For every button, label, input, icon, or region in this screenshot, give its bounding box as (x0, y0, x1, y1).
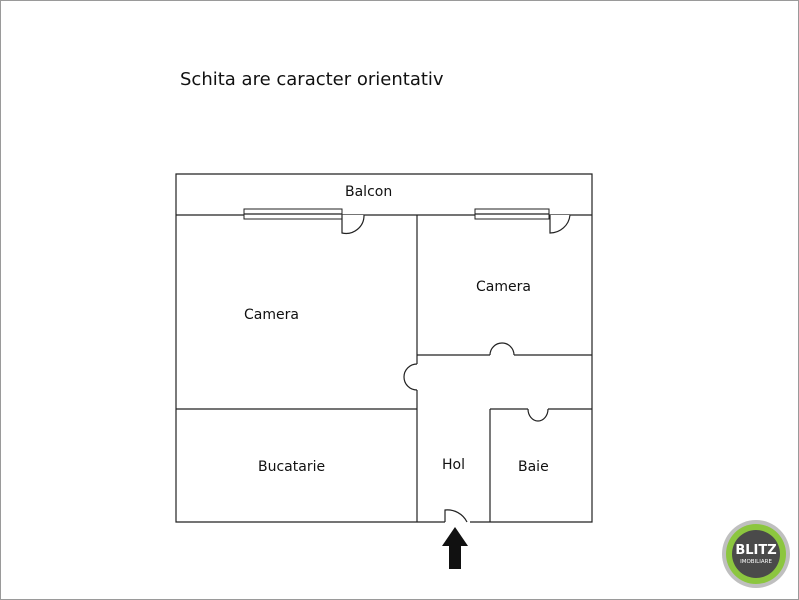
room-label-balcon: Balcon (345, 184, 392, 200)
room-label-baie: Baie (518, 459, 549, 475)
door-swing (403, 363, 418, 391)
door-swing (527, 408, 549, 422)
door-swing (489, 342, 515, 356)
disclaimer-text: Schita are caracter orientativ (180, 69, 444, 90)
room-label-hol: Hol (442, 457, 465, 473)
room-label-bucatarie: Bucatarie (258, 459, 325, 475)
room-label-camera-right: Camera (476, 279, 531, 295)
svg-text:BLITZ: BLITZ (735, 543, 776, 558)
door-swing (549, 214, 571, 234)
outer-wall (175, 173, 593, 523)
up-arrow-icon (442, 527, 468, 569)
door-swing (444, 509, 468, 523)
blitz-logo: BLITZ IMOBILIARE (722, 520, 790, 588)
svg-text:IMOBILIARE: IMOBILIARE (740, 559, 772, 565)
door-swing (341, 214, 365, 235)
room-label-camera-left: Camera (244, 307, 299, 323)
